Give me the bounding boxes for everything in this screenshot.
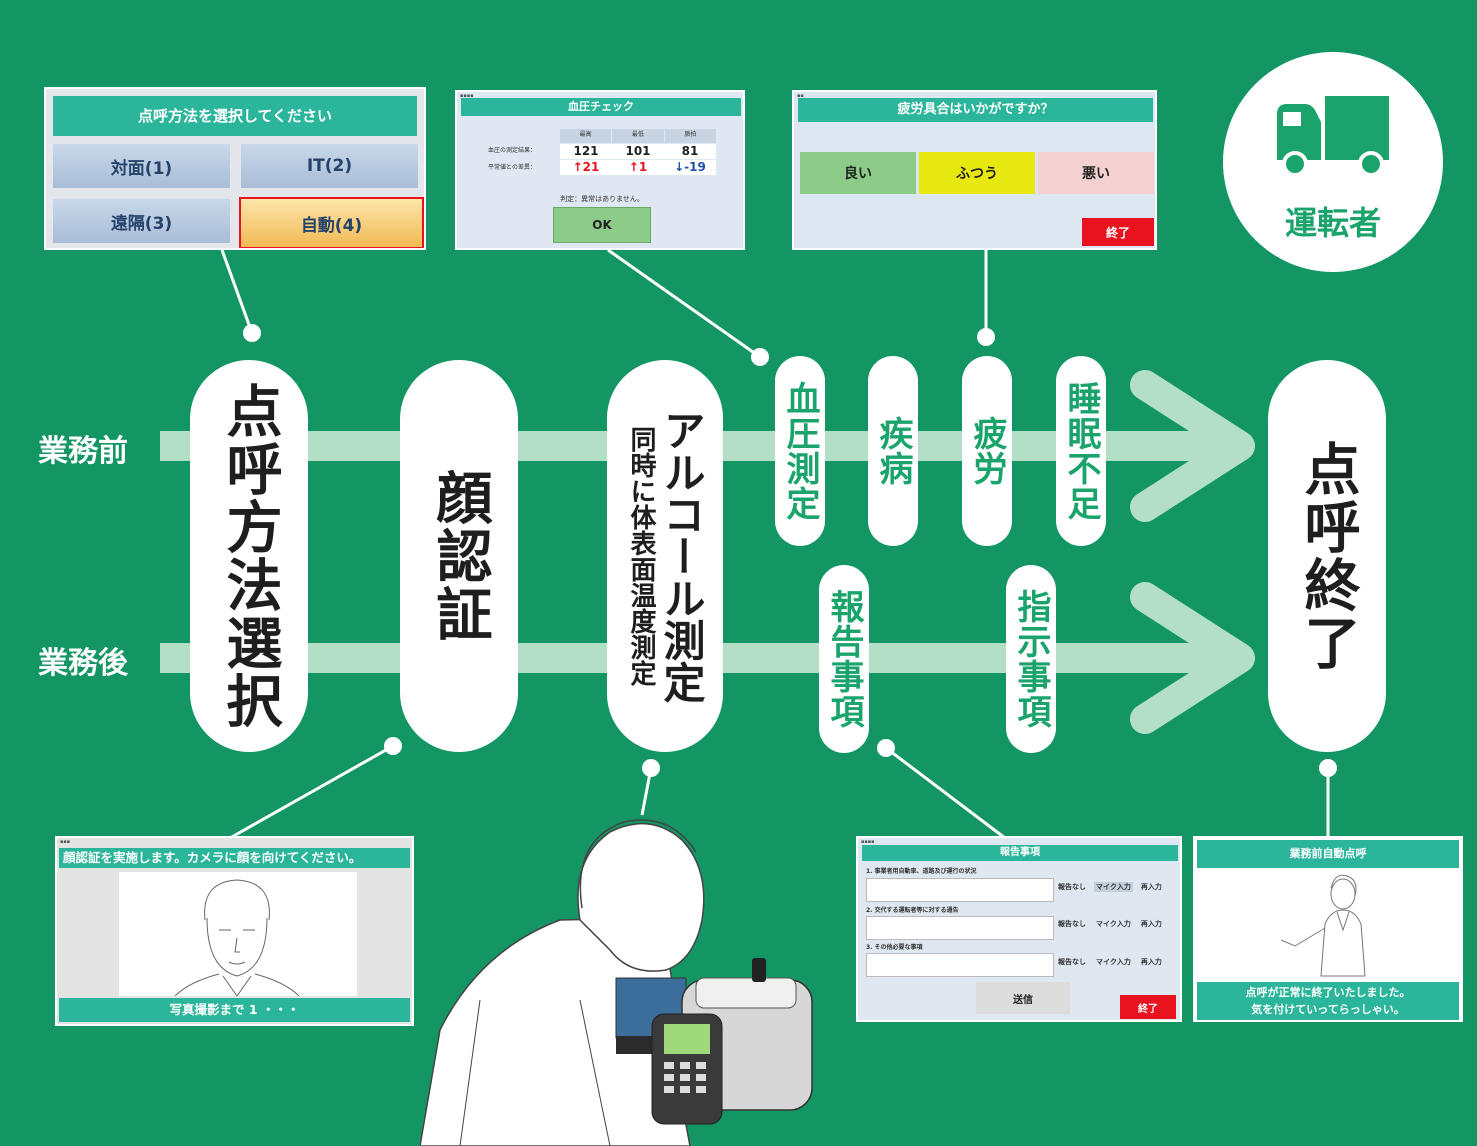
step-report-label: 報告事項 — [824, 589, 864, 729]
method-option-remote[interactable]: 遠隔(3) — [53, 199, 230, 243]
method-option-it[interactable]: IT(2) — [241, 144, 418, 188]
bp-ok-button[interactable]: OK — [553, 207, 651, 243]
step-face-label: 顔認証 — [427, 469, 492, 643]
driver-label: 運転者 — [1284, 204, 1381, 242]
report-screen-title: 報告事項 — [862, 845, 1178, 861]
end-screen: 業務前自動点呼 点呼が正常に終了いたしました。 気を付けていってらっしゃい。 — [1193, 836, 1463, 1022]
face-portrait-icon — [174, 879, 300, 997]
driver-badge: 運転者 — [1223, 52, 1443, 272]
method-screen: 点呼方法を選択してください 対面(1) IT(2) 遠隔(3) 自動(4) — [44, 87, 426, 250]
bp-header-row: 最高 最低 脈拍 — [560, 129, 716, 143]
bp-verdict: 判定：異常はありません。 — [560, 195, 644, 203]
report-item-3-input[interactable] — [866, 953, 1054, 977]
fatigue-option-good[interactable]: 良い — [800, 152, 916, 194]
connector-dots — [243, 324, 1337, 777]
end-message-line2: 気を付けていってらっしゃい。 — [1251, 1003, 1405, 1016]
row-label-after: 業務後 — [38, 646, 128, 681]
step-end-label: 点呼終了 — [1295, 440, 1360, 672]
step-method-label: 点呼方法選択 — [217, 382, 282, 730]
bp-row2: ↑21 ↑1 ↓-19 — [560, 160, 716, 175]
step-bp-pill: 血圧測定 — [775, 356, 825, 546]
fatigue-screen-title: 疲労具合はいかがですか？ — [798, 98, 1153, 122]
step-alcohol-main: アルコール測定 — [657, 409, 706, 703]
bp-row1: 121 101 81 — [560, 144, 716, 159]
report-screen: ▪▪▪▪ 報告事項 1. 事業者用自動車、道路及び運行の状況 報告なし マイク入… — [856, 836, 1182, 1022]
step-face-pill: 顔認証 — [400, 360, 518, 752]
report-item-2-input[interactable] — [866, 916, 1054, 940]
method-option-face[interactable]: 対面(1) — [53, 144, 230, 188]
step-sleep-pill: 睡眠不足 — [1056, 356, 1106, 546]
report-item-2-options: 報告なし マイク入力 再入力 — [1058, 920, 1162, 928]
report-item-3-options: 報告なし マイク入力 再入力 — [1058, 958, 1162, 966]
alcohol-detector-icon — [651, 958, 813, 1125]
step-instruction-pill: 指示事項 — [1006, 565, 1056, 753]
face-screen-footer: 写真撮影まで 1 ・・・ — [59, 998, 410, 1022]
truck-icon — [1277, 96, 1389, 177]
step-fatigue-label: 疲労 — [967, 416, 1007, 486]
report-item-1-options: 報告なし マイク入力 再入力 — [1058, 882, 1162, 892]
method-screen-title: 点呼方法を選択してください — [53, 96, 417, 136]
face-screen-title: 顔認証を実施します。カメラに顔を向けてください。 — [59, 848, 410, 868]
step-report-pill: 報告事項 — [819, 565, 869, 753]
method-option-auto[interactable]: 自動(4) — [239, 197, 424, 248]
fatigue-option-bad[interactable]: 悪い — [1038, 152, 1154, 194]
step-method-pill: 点呼方法選択 — [190, 360, 308, 752]
step-alcohol-pill: アルコール測定 同時に体表面温度測定 — [607, 360, 723, 752]
bp-screen: ▪▪▪▪ 血圧チェック 最高 最低 脈拍 血圧の測定結果： 121 101 81… — [455, 90, 745, 250]
operator-illustration — [420, 819, 813, 1146]
camera-view — [119, 872, 357, 997]
step-end-pill: 点呼終了 — [1268, 360, 1386, 752]
bp-screen-title: 血圧チェック — [461, 98, 741, 116]
connector-lines — [220, 248, 1330, 840]
step-sleep-label: 睡眠不足 — [1061, 381, 1101, 521]
step-instruction-label: 指示事項 — [1011, 589, 1051, 729]
after-arrow-head — [1130, 582, 1255, 734]
before-arrow-head — [1130, 370, 1255, 522]
step-fatigue-pill: 疲労 — [962, 356, 1012, 546]
report-item-3-label: 3. その他必要な事項 — [866, 944, 923, 951]
report-item-2-label: 2. 交代する運転者等に対する通告 — [866, 907, 959, 914]
bp-row2-label: 平常値との差異： — [488, 164, 536, 171]
face-screen: ▪▪▪ 顔認証を実施します。カメラに顔を向けてください。 写真撮影まで 1 ・・… — [55, 836, 414, 1026]
fatigue-option-normal[interactable]: ふつう — [919, 152, 1035, 194]
report-send-button[interactable]: 送信 — [976, 982, 1070, 1014]
bp-row1-label: 血圧の測定結果： — [488, 147, 537, 154]
end-message-line1: 点呼が正常に終了いたしました。 — [1245, 986, 1411, 999]
report-item-1-input[interactable] — [866, 878, 1054, 902]
fatigue-end-button[interactable]: 終了 — [1082, 218, 1154, 246]
step-disease-label: 疾病 — [873, 416, 913, 486]
step-bp-label: 血圧測定 — [780, 381, 820, 521]
step-alcohol-sub: 同時に体表面温度測定 — [626, 426, 656, 686]
end-screen-message: 点呼が正常に終了いたしました。 気を付けていってらっしゃい。 — [1197, 982, 1459, 1020]
row-label-before: 業務前 — [38, 434, 128, 469]
report-item-1-label: 1. 事業者用自動車、道路及び運行の状況 — [866, 868, 977, 875]
report-end-button[interactable]: 終了 — [1120, 995, 1176, 1019]
end-screen-title: 業務前自動点呼 — [1197, 840, 1459, 868]
step-disease-pill: 疾病 — [868, 356, 918, 546]
attendant-illustration — [1280, 874, 1366, 977]
fatigue-screen: ▪▪ 疲労具合はいかがですか？ 良い ふつう 悪い 終了 — [792, 90, 1157, 250]
